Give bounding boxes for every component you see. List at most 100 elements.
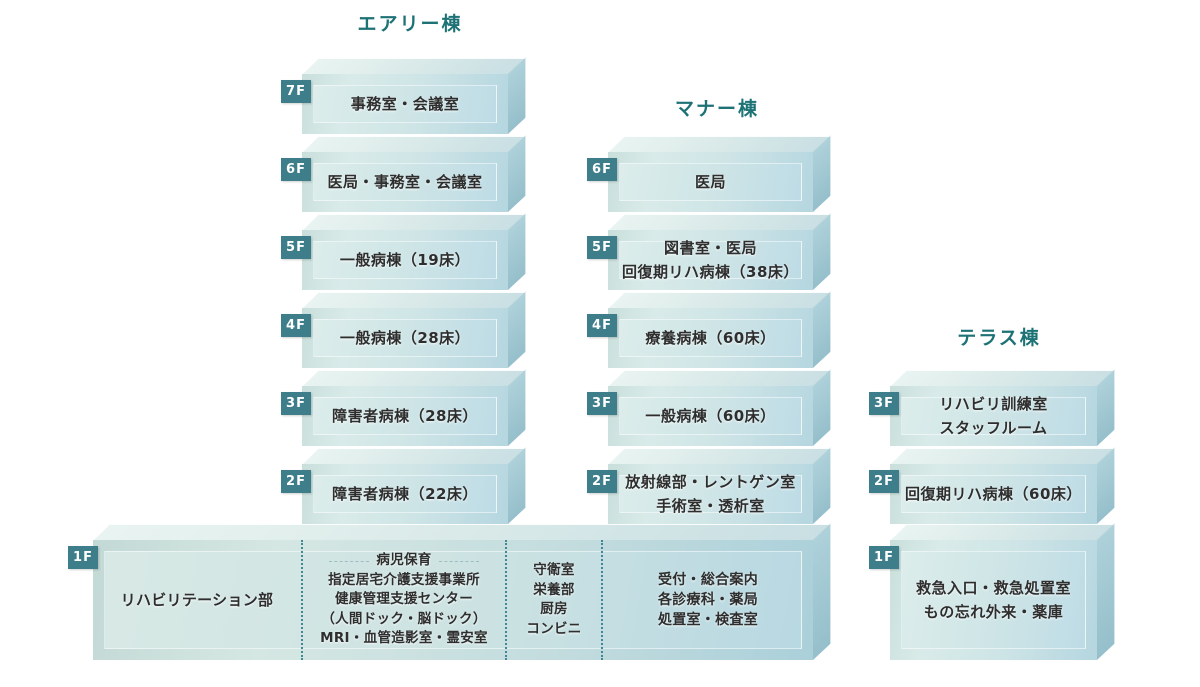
room-line: 守衛室 xyxy=(533,562,575,578)
box-front-face xyxy=(93,540,813,660)
airy-floor-2F-box: 2F 障害者病棟（22床） xyxy=(281,447,526,524)
box-front-face xyxy=(302,464,508,524)
box-top-face xyxy=(890,370,1115,387)
ground-floor-box: 1F リハビリテーション部 病児保育指定居宅介護支援事業所健康管理支援センター（人間… xyxy=(68,523,831,660)
box-top-face xyxy=(608,448,831,465)
floor-rooms: 図書室・医局回復期リハ病棟（38床） xyxy=(608,230,813,290)
box-front-face xyxy=(608,386,813,446)
room-line: 受付・総合案内 xyxy=(657,572,759,588)
room-line: 回復期リハ病棟（60床） xyxy=(905,485,1082,503)
floor-label: 4F xyxy=(587,314,617,337)
floor-label: 5F xyxy=(587,236,617,259)
box-front-face xyxy=(608,464,813,524)
building-title-manner: マナー棟 xyxy=(674,98,760,120)
room-line: 事務室・会議室 xyxy=(350,95,460,113)
floor-label: 1F xyxy=(68,546,98,569)
room-line: 栄養部 xyxy=(533,581,575,598)
floor-rooms: 障害者病棟（22床） xyxy=(302,464,508,524)
room-line: 指定居宅介護支援事業所 xyxy=(328,571,480,588)
box-top-face xyxy=(302,448,526,465)
room-line: 放射線部・レントゲン室 xyxy=(625,473,796,491)
box-front-face xyxy=(302,230,508,290)
floor-rooms: 一般病棟（28床） xyxy=(302,308,508,368)
room-line: もの忘れ外来・薬庫 xyxy=(923,603,1064,621)
room-line: 障害者病棟（22床） xyxy=(332,485,478,503)
floor-label: 2F xyxy=(587,470,617,493)
manner-floor-4F-box: 4F 療養病棟（60床） xyxy=(587,291,831,368)
floor-rooms: 放射線部・レントゲン室手術室・透析室 xyxy=(608,464,813,524)
ground-sections: リハビリテーション部 病児保育指定居宅介護支援事業所健康管理支援センター（人間ドッ… xyxy=(93,540,813,660)
box-top-face xyxy=(608,292,831,309)
room-line: 救急入口・救急処置室 xyxy=(915,579,1071,597)
room-line: 各診療科・薬局 xyxy=(657,592,759,608)
ground-section-3: 守衛室栄養部厨房コンビニ xyxy=(507,540,603,660)
ground-section-4: 受付・総合案内各診療科・薬局処置室・検査室 xyxy=(603,540,813,660)
airy-floor-4F-box: 4F 一般病棟（28床） xyxy=(281,291,526,368)
box-front-face xyxy=(608,308,813,368)
box-front-face xyxy=(302,308,508,368)
box-front-face xyxy=(890,386,1097,446)
box-top-face xyxy=(890,448,1115,465)
box-front-face xyxy=(890,540,1097,660)
floor-rooms: 救急入口・救急処置室もの忘れ外来・薬庫 xyxy=(890,540,1097,660)
room-line: 医局・事務室・会議室 xyxy=(327,173,483,191)
box-right-face xyxy=(813,523,831,660)
airy-floor-6F-box: 6F 医局・事務室・会議室 xyxy=(281,135,526,212)
floor-rooms: 回復期リハ病棟（60床） xyxy=(890,464,1097,524)
box-front-face xyxy=(608,152,813,212)
box-top-face xyxy=(608,214,831,231)
box-front-face xyxy=(302,386,508,446)
floor-rooms: 障害者病棟（28床） xyxy=(302,386,508,446)
dash-rule-right xyxy=(438,560,479,562)
floor-rooms: 一般病棟（19床） xyxy=(302,230,508,290)
dash-rule-left xyxy=(329,560,370,562)
floor-label: 2F xyxy=(869,470,899,493)
floor-label: 3F xyxy=(281,392,311,415)
floor-rooms: 医局・事務室・会議室 xyxy=(302,152,508,212)
room-line: 厨房 xyxy=(540,601,568,617)
box-top-face xyxy=(608,136,831,153)
box-top-face xyxy=(302,214,526,231)
box-top-face xyxy=(93,524,831,541)
floor-label: 2F xyxy=(281,470,311,493)
box-front-face xyxy=(608,230,813,290)
floor-label: 3F xyxy=(587,392,617,415)
floor-label: 6F xyxy=(281,158,311,181)
ground-section-1: リハビリテーション部 xyxy=(93,540,303,660)
room-line: （人間ドック・脳ドック） xyxy=(321,610,487,627)
room-line: 一般病棟（19床） xyxy=(339,251,471,269)
building-title-terrace: テラス棟 xyxy=(957,327,1041,349)
room-line: コンビニ xyxy=(526,620,582,637)
box-right-face xyxy=(1097,523,1115,660)
box-top-face xyxy=(302,292,526,309)
room-line: 障害者病棟（28床） xyxy=(332,407,478,425)
room-line: 処置室・検査室 xyxy=(657,612,759,628)
room-line: 一般病棟（28床） xyxy=(339,329,471,347)
floor-rooms: 事務室・会議室 xyxy=(302,74,508,134)
room-line: リハビリ訓練室 xyxy=(939,395,1048,413)
room-line: リハビリテーション部 xyxy=(120,591,274,609)
building-title-airy: エアリー棟 xyxy=(357,13,463,35)
airy-floor-3F-box: 3F 障害者病棟（28床） xyxy=(281,369,526,446)
box-top-face xyxy=(302,136,526,153)
box-top-face xyxy=(890,524,1115,541)
ground-section-2: 病児保育指定居宅介護支援事業所健康管理支援センター（人間ドック・脳ドック）MRI… xyxy=(303,540,507,660)
box-front-face xyxy=(890,464,1097,524)
room-line: MRI・血管造影室・霊安室 xyxy=(320,630,488,647)
room-line: 療養病棟（60床） xyxy=(645,329,776,347)
floor-rooms: 医局 xyxy=(608,152,813,212)
box-top-face xyxy=(302,370,526,387)
box-top-face xyxy=(302,58,526,75)
floor-rooms: リハビリ訓練室スタッフルーム xyxy=(890,386,1097,446)
room-line: スタッフルーム xyxy=(939,419,1048,437)
room-line: 図書室・医局 xyxy=(663,239,757,257)
floor-label: 4F xyxy=(281,314,311,337)
room-line: 回復期リハ病棟（38床） xyxy=(622,263,799,281)
